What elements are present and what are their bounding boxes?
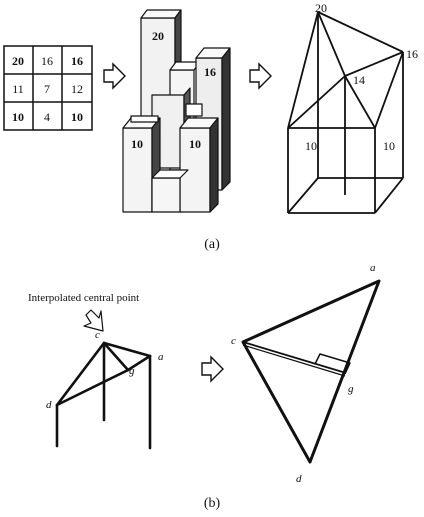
grid-cell: 12: [71, 82, 83, 96]
grid-cell: 11: [12, 82, 24, 96]
label-c-right: c: [231, 335, 236, 347]
label-c-left: c: [95, 329, 100, 341]
label-d-left: d: [46, 399, 52, 411]
label-a-right: a: [370, 262, 376, 274]
pointer-arrow-icon: [83, 309, 104, 332]
arrow-right-icon: [103, 62, 126, 90]
block-label-left: 10: [131, 137, 143, 151]
height-grid: [3, 45, 93, 131]
wireframe-labels: 20 16 14 10 10: [305, 1, 418, 153]
grid-values: 20 16 16 11 7 12 10 4 10: [12, 54, 83, 124]
panel-b: Interpolated central point c a g d: [28, 262, 381, 511]
wire-label-center: 14: [353, 73, 365, 87]
block-labels: 20 16 10 10: [131, 29, 216, 151]
grid-cell: 4: [44, 110, 50, 124]
grid-cell: 16: [41, 54, 53, 68]
label-g-left: g: [129, 365, 135, 377]
arrow-right-icon: [201, 355, 224, 383]
block-label-top: 20: [152, 29, 164, 43]
block-label-front: 10: [189, 137, 201, 151]
block-label-right: 16: [204, 65, 216, 79]
grid-cell: 10: [71, 110, 83, 124]
grid-cell: 10: [12, 110, 24, 124]
wire-label-left: 10: [305, 139, 317, 153]
annotation-text: Interpolated central point: [28, 292, 139, 304]
triangle-diagram: [241, 279, 381, 464]
caption-b: (b): [204, 496, 221, 511]
left-structure-labels: c a g d: [46, 329, 164, 411]
grid-cell: 7: [44, 82, 50, 96]
label-a-left: a: [158, 351, 164, 363]
wireframe-model: [287, 11, 404, 214]
wire-label-right: 10: [383, 139, 395, 153]
grid-cell: 20: [12, 54, 24, 68]
wire-label-apex: 20: [315, 1, 327, 15]
block-model: [122, 9, 231, 213]
label-d-right: d: [296, 473, 302, 485]
arrow-right-icon: [249, 62, 272, 90]
label-g-right: g: [348, 383, 354, 395]
left-structure: [55, 341, 152, 450]
caption-a: (a): [204, 237, 220, 252]
grid-cell: 16: [71, 54, 83, 68]
triangle-labels: a c g d: [231, 262, 376, 485]
panel-a: 20 16 16 11 7 12 10 4 10: [3, 1, 418, 252]
wire-label-right-top: 16: [406, 47, 418, 61]
